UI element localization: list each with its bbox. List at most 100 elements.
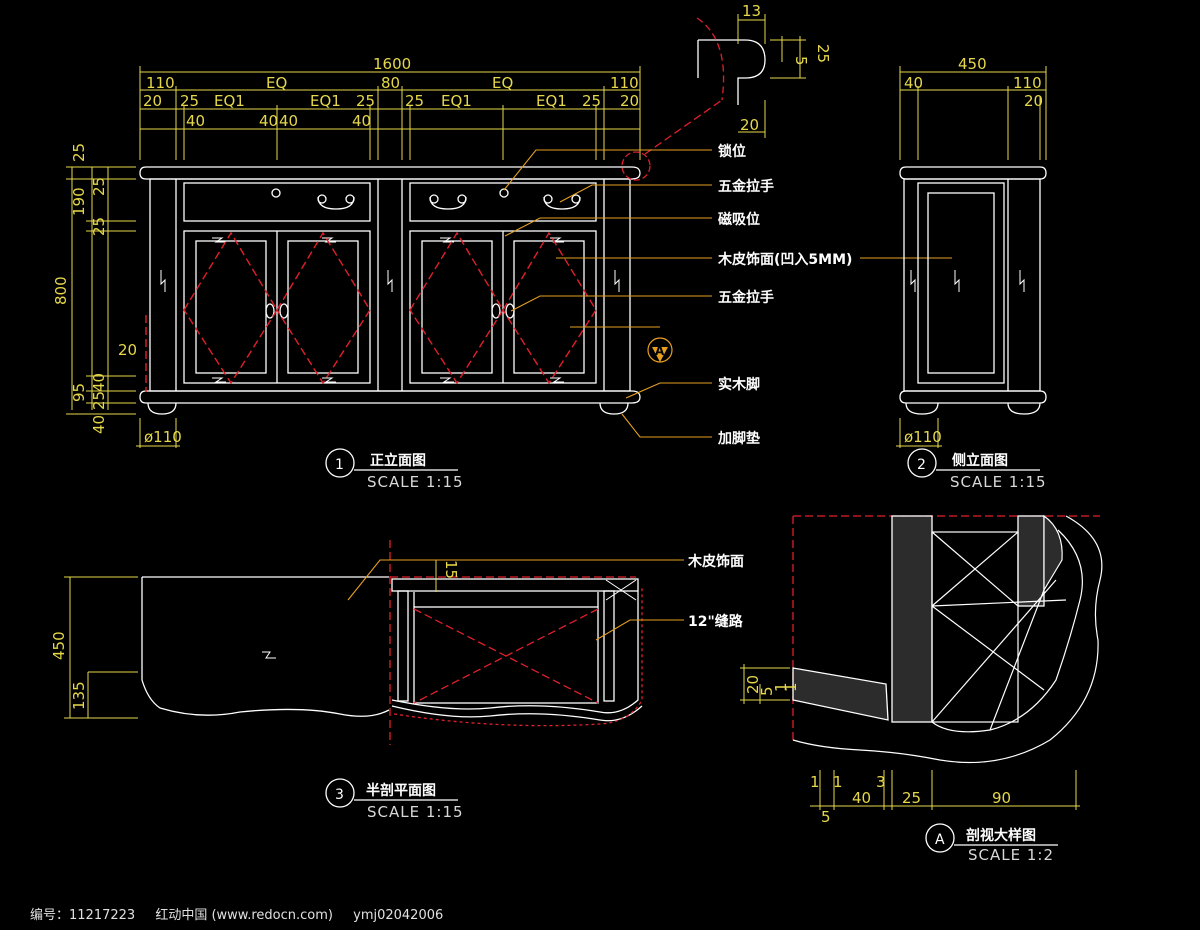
dim-3-1: 40	[186, 112, 205, 130]
side-width: 450	[958, 55, 987, 73]
door-swing-lines	[145, 231, 597, 392]
title-3-name: 半剖平面图	[366, 782, 436, 799]
title-2-num: 2	[917, 457, 926, 473]
plan-callouts: 木皮饰面 12"缝路	[347, 553, 744, 641]
dim-left-4: 25	[90, 217, 108, 236]
dim-3-2: 40	[259, 112, 278, 130]
front-dimensions	[66, 66, 641, 448]
title-a-name: 剖视大样图	[966, 827, 1036, 844]
sec-bot-1a: 1	[810, 773, 820, 791]
title-1-name: 正立面图	[370, 452, 426, 469]
callout-foot-pad: 加脚垫	[717, 430, 760, 447]
side-dim-20: 20	[1024, 92, 1043, 110]
detail-dim-13: 13	[742, 2, 761, 20]
side-foot-dim: ø110	[904, 428, 942, 446]
dim-2-1: 20	[143, 92, 162, 110]
detail-dim-5: 5	[792, 56, 810, 66]
dim-2-5: 25	[356, 92, 375, 110]
dim-left-2: 190	[70, 187, 88, 216]
dim-2-8: EQ1	[536, 92, 567, 110]
dim-2-10: 20	[620, 92, 639, 110]
detail-dim-25: 25	[814, 44, 832, 63]
dim-3-4: 40	[352, 112, 371, 130]
title-a-scale: SCALE 1:2	[968, 846, 1054, 864]
dim-2-4: EQ1	[310, 92, 341, 110]
front-elevation	[139, 166, 641, 415]
dim-2-2: 25	[180, 92, 199, 110]
dim-left-1: 25	[70, 143, 88, 162]
callout-foot: 实木脚	[718, 376, 760, 393]
dim-left-6: 20	[118, 341, 137, 359]
front-callouts: 锁位 五金拉手 磁吸位 木皮饰面(凹入5MM) 五金拉手 实木脚 加脚垫	[717, 143, 852, 447]
foot-dim: ø110	[144, 428, 182, 446]
dim-left-8: 40	[90, 373, 108, 392]
front-callout-leaders	[503, 149, 952, 438]
plan-red-lines	[389, 540, 643, 745]
plan-dimensions: 450 135 15	[50, 560, 460, 719]
title-2-scale: SCALE 1:15	[950, 473, 1047, 491]
dim-2-3: EQ1	[214, 92, 245, 110]
plan-top-offset: 15	[442, 560, 460, 579]
detail-circle	[621, 99, 723, 181]
sec-bot-40: 40	[852, 789, 871, 807]
callout-plan-groove: 12"缝路	[688, 613, 744, 630]
callout-handle-1: 五金拉手	[718, 178, 774, 195]
dim-left-3: 25	[90, 177, 108, 196]
dim-2-6: 25	[405, 92, 424, 110]
dim-top-5: 110	[610, 74, 639, 92]
sec-bot-90: 90	[992, 789, 1011, 807]
title-1: 1 正立面图 SCALE 1:15	[325, 448, 464, 491]
title-1-num: 1	[335, 457, 344, 473]
title-2-name: 侧立面图	[952, 452, 1008, 469]
title-3-scale: SCALE 1:15	[367, 803, 464, 821]
dim-left-9: 25	[90, 391, 108, 410]
dim-top-3: 80	[381, 74, 400, 92]
front-dimension-labels: 1600 110 EQ 80 EQ 110 20 25 EQ1 EQ1 25 2…	[52, 55, 639, 446]
title-3: 3 半剖平面图 SCALE 1:15	[325, 778, 464, 821]
sec-bot-3: 3	[876, 773, 886, 791]
dim-3-3: 40	[279, 112, 298, 130]
plan-depth: 450	[50, 631, 68, 660]
title-1-scale: SCALE 1:15	[367, 473, 464, 491]
side-dimensions: 450 40 110 20 ø110	[896, 55, 1047, 448]
callout-handle-2: 五金拉手	[718, 289, 774, 306]
dim-top-2: EQ	[266, 74, 287, 92]
plan-bottom: 135	[70, 681, 88, 710]
side-dim-40: 40	[904, 74, 923, 92]
callout-plan-veneer: 木皮饰面	[687, 553, 744, 570]
callout-lock: 锁位	[718, 143, 746, 160]
overall-width: 1600	[373, 55, 411, 73]
sec-bot-5: 5	[821, 808, 831, 826]
callout-veneer: 木皮饰面(凹入5MM)	[717, 251, 852, 268]
sec-left-1b: 1	[782, 682, 800, 692]
section-mark-letter: A	[655, 344, 665, 358]
title-a: A 剖视大样图 SCALE 1:2	[925, 823, 1058, 864]
callout-magnet: 磁吸位	[718, 211, 760, 228]
section-mark-a: A	[647, 337, 673, 363]
dim-left-7: 95	[70, 383, 88, 402]
section-detail: 20 5 1 1 1 1 3 40 25 90 5	[740, 514, 1103, 826]
sec-left-1a: 1	[772, 682, 790, 692]
dim-top-1: 110	[146, 74, 175, 92]
footer-site: 红动中国 (www.redocn.com)	[155, 908, 333, 923]
dim-top-4: EQ	[492, 74, 513, 92]
title-2: 2 侧立面图 SCALE 1:15	[907, 448, 1047, 491]
footer-code: 编号：11217223	[30, 908, 136, 923]
watermark-footer: 编号：11217223 红动中国 (www.redocn.com) ymj020…	[30, 904, 459, 923]
dim-2-7: EQ1	[441, 92, 472, 110]
side-dim-110: 110	[1013, 74, 1042, 92]
top-edge-detail: 13 5 25 20	[696, 2, 832, 138]
title-3-num: 3	[335, 787, 344, 803]
dim-left-5: 800	[52, 276, 70, 305]
footer-author: ymj02042006	[353, 908, 444, 923]
dim-left-10: 40	[90, 415, 108, 434]
sec-bot-25: 25	[902, 789, 921, 807]
title-a-num: A	[935, 832, 945, 848]
sec-left-20: 20	[744, 675, 762, 694]
sec-left-5: 5	[758, 686, 776, 696]
detail-dim-20: 20	[740, 116, 759, 134]
dim-2-9: 25	[582, 92, 601, 110]
sec-bot-1b: 1	[833, 773, 843, 791]
plan-view	[141, 576, 643, 722]
